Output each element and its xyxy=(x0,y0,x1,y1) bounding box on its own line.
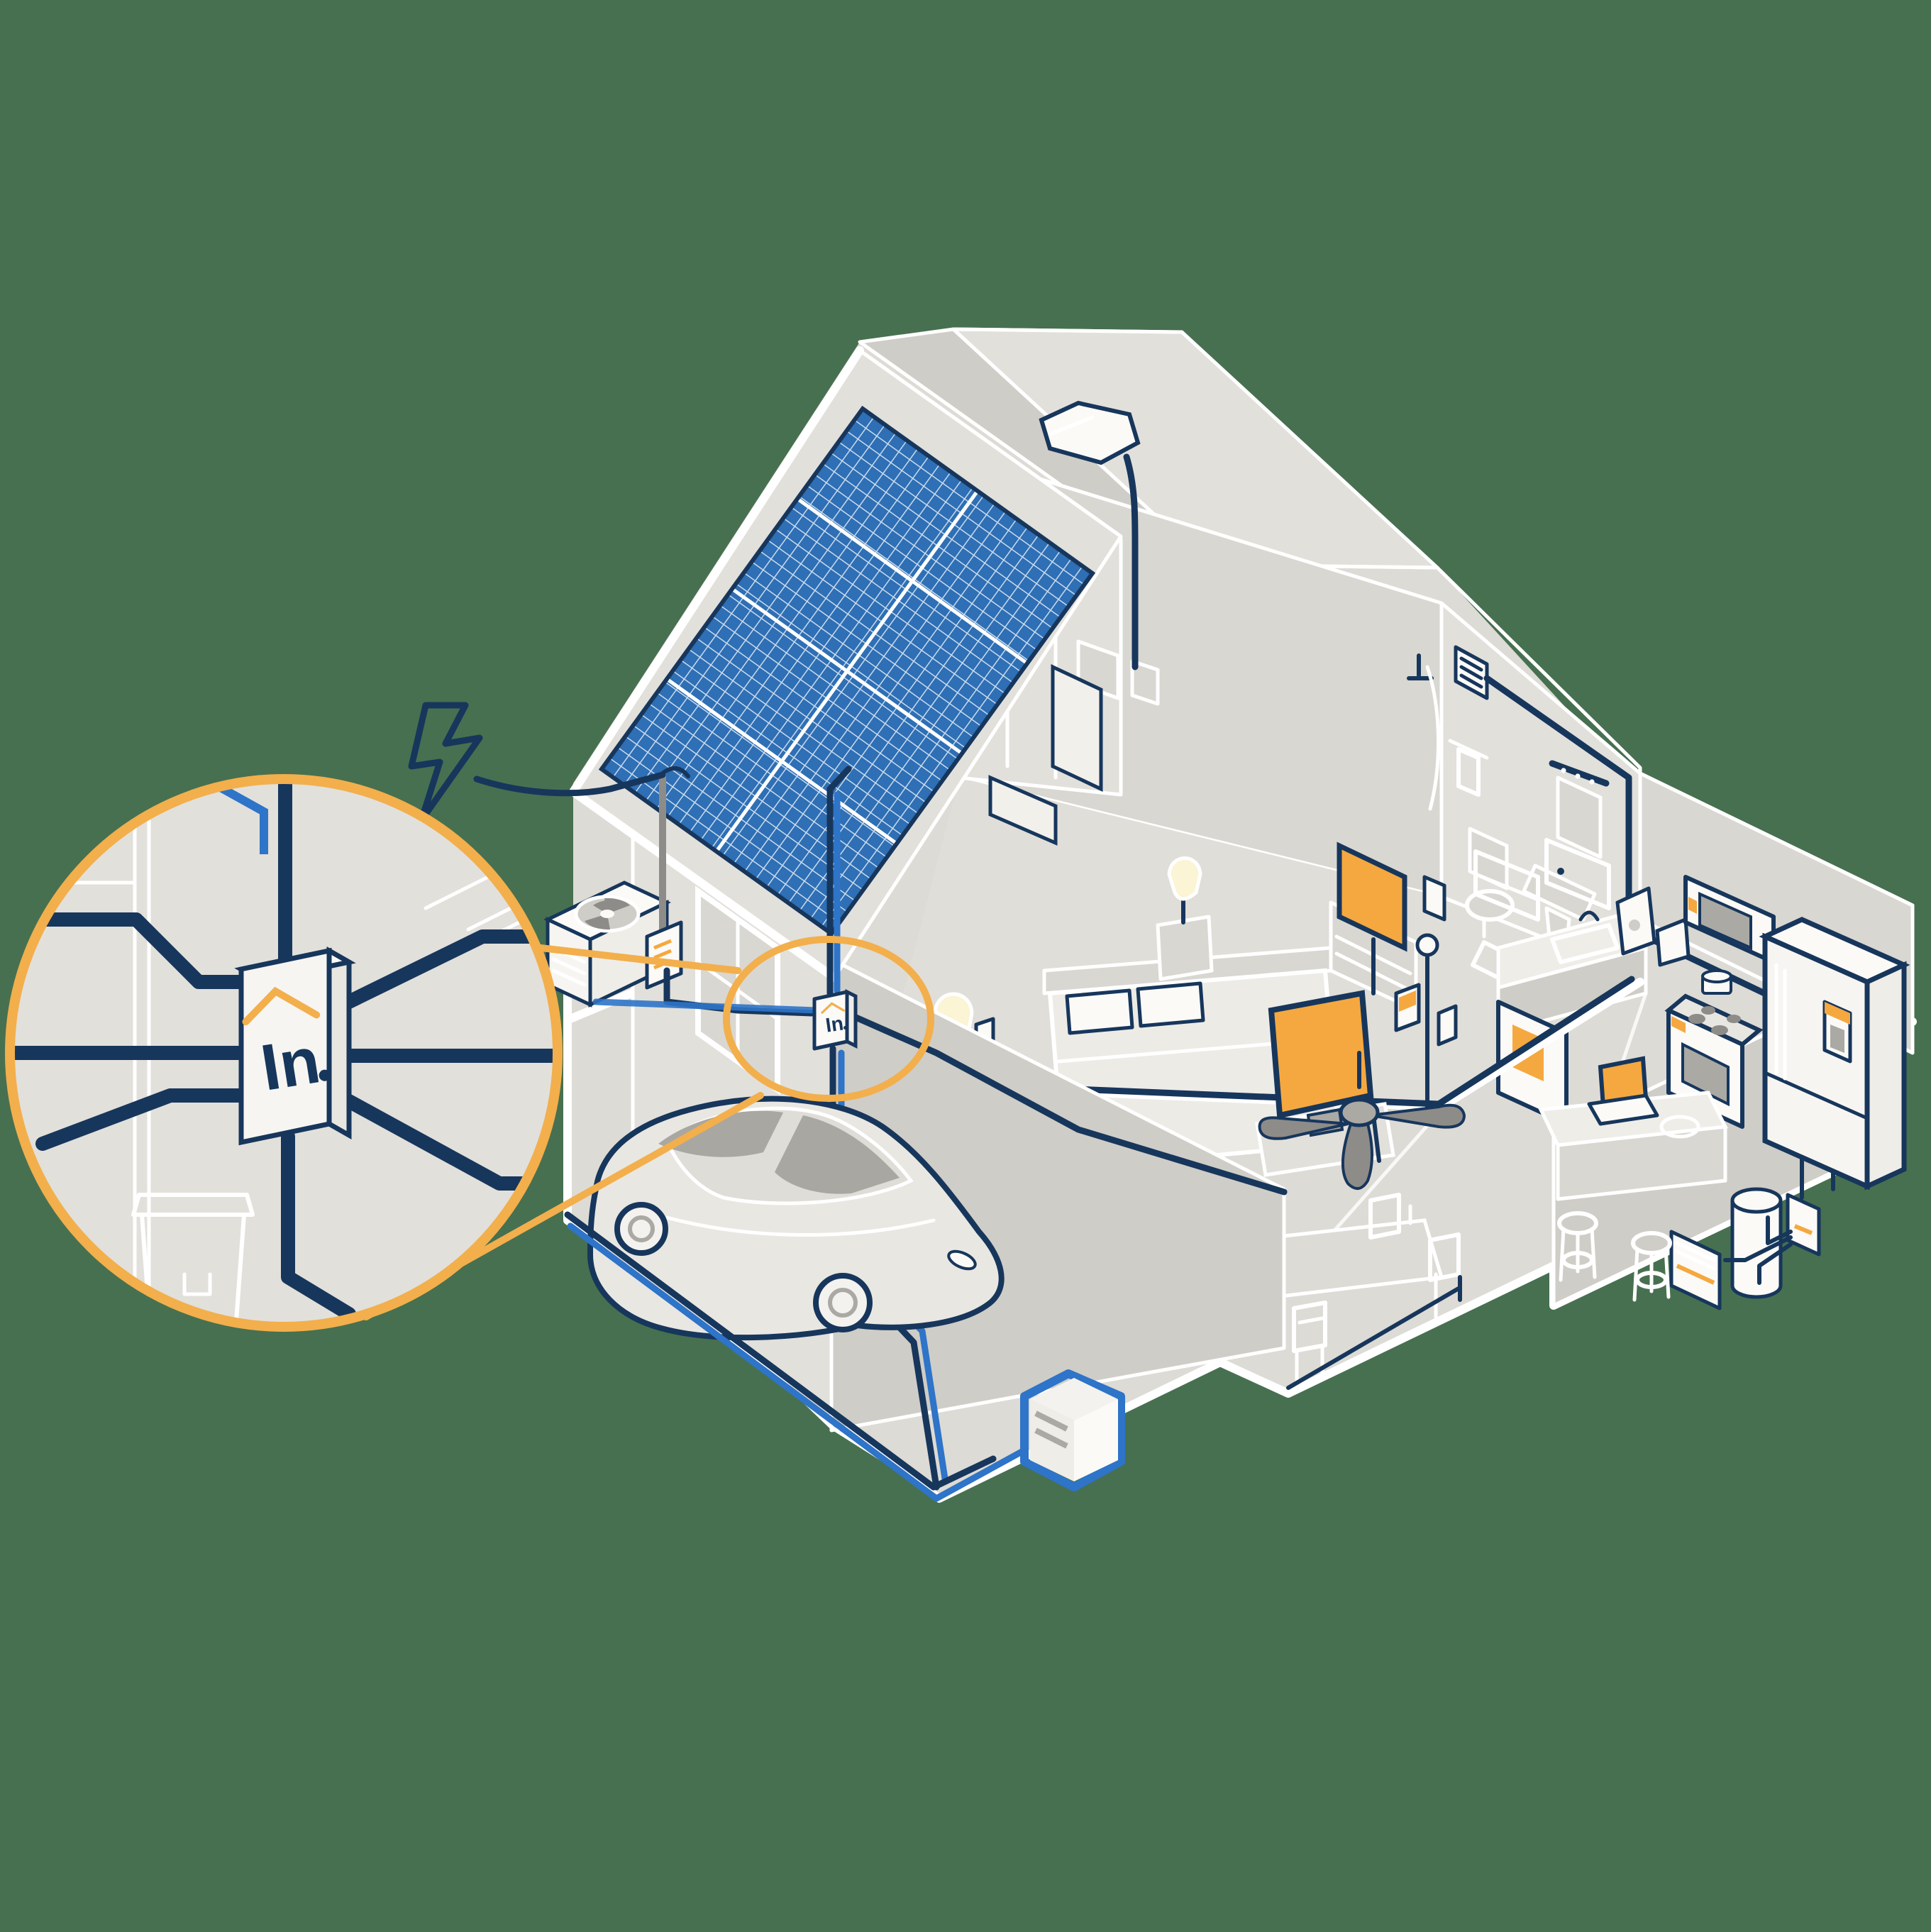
skylight xyxy=(1039,400,1141,465)
electric-meter xyxy=(645,766,690,990)
wall-thermostat-1 xyxy=(1394,983,1421,1032)
dining-chair-4 xyxy=(1428,1232,1461,1282)
kitchen-island xyxy=(1538,1056,1728,1302)
grid-service-wire xyxy=(473,771,666,797)
nightstand-lamp-back xyxy=(1156,856,1214,981)
ceiling-fan xyxy=(1258,1051,1466,1190)
dining-chair-3 xyxy=(1368,1193,1401,1240)
bedroom-tv xyxy=(1329,841,1418,1012)
laptop xyxy=(1587,1056,1659,1126)
dining-chair-2 xyxy=(1292,1301,1327,1384)
dining-set xyxy=(1212,1193,1462,1390)
electric-car xyxy=(587,1095,1005,1341)
bar-stool-1 xyxy=(1557,1211,1598,1282)
magnifier-ring xyxy=(5,774,563,1332)
ac-condenser xyxy=(543,881,671,1008)
attic-duct xyxy=(988,664,1103,846)
coffee-maker xyxy=(1615,886,1656,956)
bedroom-wall-switch xyxy=(1422,875,1446,922)
vent-grille xyxy=(1454,645,1489,700)
bar-stool-2 xyxy=(1631,1231,1672,1302)
windshield xyxy=(775,1115,900,1194)
pot xyxy=(1701,969,1732,995)
home-battery xyxy=(1020,1369,1125,1491)
logo-large: In xyxy=(242,986,331,1105)
shower-head xyxy=(1407,653,1441,811)
stove xyxy=(1664,969,1764,1129)
magnified-wires xyxy=(10,779,558,1321)
microwave xyxy=(1683,875,1776,964)
panel-locator-circle xyxy=(723,936,934,1102)
dining-floor-wire xyxy=(1286,1275,1462,1390)
exterior-utilities xyxy=(408,702,690,1008)
svg-text:In: In xyxy=(824,1012,845,1037)
callout-tangent-top xyxy=(537,944,741,974)
rear-window xyxy=(658,1110,783,1157)
water-heater xyxy=(1730,1187,1783,1299)
bowl xyxy=(1659,1115,1700,1139)
headlight xyxy=(947,1249,977,1271)
logo-small: In xyxy=(821,1002,848,1037)
wall-thermostat-2 xyxy=(1437,1004,1458,1047)
smart-panel-small: In xyxy=(812,988,858,1051)
upper-cabinets xyxy=(1473,838,1611,922)
grid-power xyxy=(408,702,666,824)
magnifier-callout: In xyxy=(5,774,563,1332)
smart-panel-large: In xyxy=(234,946,356,1146)
kitchen xyxy=(1473,771,1915,1302)
mirror-light xyxy=(1549,760,1610,859)
skylight-wire xyxy=(1123,453,1139,670)
solar-panel-array xyxy=(598,405,1096,937)
furnace xyxy=(1669,1230,1722,1310)
driveway-power xyxy=(564,1211,1125,1502)
svg-text:In: In xyxy=(256,1024,325,1105)
floor-lamp xyxy=(1415,933,1439,1109)
refrigerator xyxy=(1759,917,1910,1191)
towel-bar xyxy=(1448,739,1489,797)
toaster xyxy=(1655,917,1691,967)
lightning-bolt-icon xyxy=(408,702,483,824)
solar-roof xyxy=(569,346,1141,982)
